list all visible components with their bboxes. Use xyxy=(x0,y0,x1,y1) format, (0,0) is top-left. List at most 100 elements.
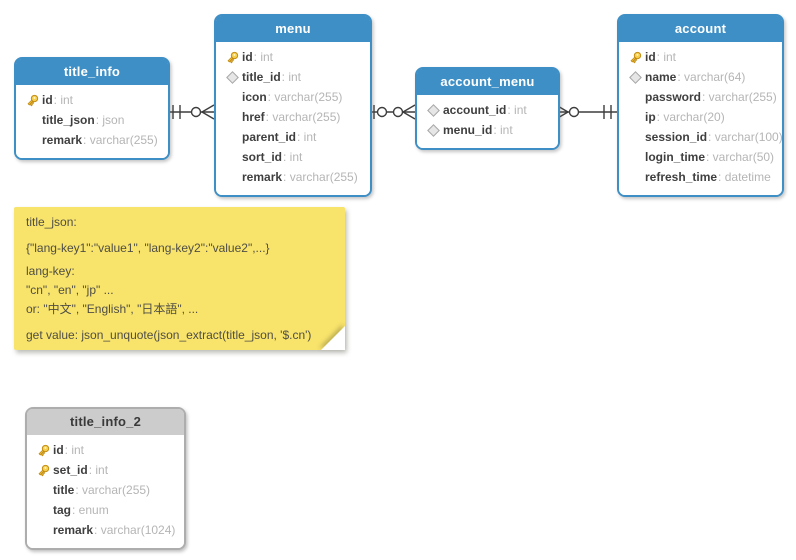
table-row: account_id: int xyxy=(423,100,554,120)
field-icon-cell xyxy=(222,50,242,65)
field-name: parent_id xyxy=(242,130,297,144)
note-line: lang-key: xyxy=(26,264,75,278)
field-type: : varchar(255) xyxy=(75,483,151,497)
relationship-title_info-menu[interactable] xyxy=(166,104,215,120)
field-icon-cell xyxy=(625,174,645,181)
field-icon-cell xyxy=(625,50,645,65)
field-type: : varchar(1024) xyxy=(94,523,176,537)
field-icon-cell xyxy=(423,123,443,137)
field-name: id xyxy=(42,93,53,107)
table-row: session_id: varchar(100) xyxy=(625,127,783,147)
note-line: or: "中文", "English", "日本語", ... xyxy=(26,302,199,316)
table-row: ip: varchar(20) xyxy=(625,107,778,127)
field-icon-cell xyxy=(22,137,42,144)
icon-spacer xyxy=(40,507,47,514)
icon-spacer xyxy=(632,94,639,101)
field-name: login_time xyxy=(645,150,706,164)
field-type: : int xyxy=(656,50,677,64)
field-type: : int xyxy=(281,70,302,84)
table-row: id: int xyxy=(33,440,180,460)
note-line: get value: json_unquote(json_extract(tit… xyxy=(26,328,312,342)
field-name: icon xyxy=(242,90,267,104)
icon-spacer xyxy=(632,174,639,181)
field-type: : varchar(255) xyxy=(265,110,341,124)
table-row: id: int xyxy=(222,47,366,67)
icon-spacer xyxy=(632,114,639,121)
icon-spacer xyxy=(229,154,236,161)
field-type: : varchar(255) xyxy=(267,90,343,104)
field-name: title_id xyxy=(242,70,281,84)
field-type: : int xyxy=(253,50,274,64)
icon-spacer xyxy=(229,114,236,121)
field-icon-cell xyxy=(222,94,242,101)
field-icon-cell xyxy=(33,487,53,494)
field-icon-cell xyxy=(625,70,645,84)
field-icon-cell xyxy=(222,154,242,161)
field-type: : int xyxy=(507,103,527,117)
field-name: ip xyxy=(645,110,656,124)
table-row: id: int xyxy=(625,47,778,67)
field-name: refresh_time xyxy=(645,170,718,184)
table-title: menu xyxy=(216,16,370,42)
field-icon-cell xyxy=(22,93,42,108)
key-icon xyxy=(38,444,49,456)
table-title: account xyxy=(619,16,782,42)
field-type: : varchar(20) xyxy=(656,110,725,124)
field-name: set_id xyxy=(53,463,88,477)
field-type: : varchar(100) xyxy=(708,130,783,144)
table-row: remark: varchar(1024) xyxy=(33,520,180,540)
diamond-icon xyxy=(225,70,239,84)
field-icon-cell xyxy=(222,70,242,84)
field-type: : int xyxy=(283,150,303,164)
field-name: id xyxy=(242,50,253,64)
table-row: icon: varchar(255) xyxy=(222,87,366,107)
sticky-note[interactable]: title_json: {"lang-key1":"value1", "lang-… xyxy=(14,207,345,350)
key-icon xyxy=(227,51,238,63)
field-type: : int xyxy=(297,130,317,144)
field-name: title xyxy=(53,483,75,497)
table-title: title_info xyxy=(16,59,168,85)
field-name: remark xyxy=(42,133,83,147)
diamond-icon xyxy=(628,70,642,84)
table-title: account_menu xyxy=(417,69,558,95)
field-name: title_json xyxy=(42,113,95,127)
field-type: : int xyxy=(493,123,513,137)
field-name: id xyxy=(53,443,64,457)
field-name: password xyxy=(645,90,702,104)
icon-spacer xyxy=(29,117,36,124)
field-type: : varchar(255) xyxy=(702,90,777,104)
relationship-menu-account_menu[interactable] xyxy=(368,104,416,120)
field-type: : int xyxy=(64,443,85,457)
field-icon-cell xyxy=(222,174,242,181)
note-line: "cn", "en", "jp" ... xyxy=(26,283,114,297)
field-icon-cell xyxy=(33,507,53,514)
note-line: {"lang-key1":"value1", "lang-key2":"valu… xyxy=(26,241,270,255)
field-icon-cell xyxy=(222,134,242,141)
icon-spacer xyxy=(632,134,639,141)
table-title: title_info_2 xyxy=(27,409,184,435)
table-row: title_json: json xyxy=(22,110,164,130)
icon-spacer xyxy=(229,174,236,181)
table-row: parent_id: int xyxy=(222,127,366,147)
field-name: remark xyxy=(242,170,283,184)
relationship-account_menu-account[interactable] xyxy=(555,104,618,120)
field-type: : datetime xyxy=(718,170,771,184)
field-name: account_id xyxy=(443,103,507,117)
field-icon-cell xyxy=(222,114,242,121)
icon-spacer xyxy=(632,154,639,161)
table-row: title_id: int xyxy=(222,67,366,87)
note-line: title_json: xyxy=(26,215,77,229)
field-icon-cell xyxy=(625,134,645,141)
field-icon-cell xyxy=(423,103,443,117)
sticky-note-text: title_json: {"lang-key1":"value1", "lang-… xyxy=(26,215,333,343)
table-row: login_time: varchar(50) xyxy=(625,147,778,167)
